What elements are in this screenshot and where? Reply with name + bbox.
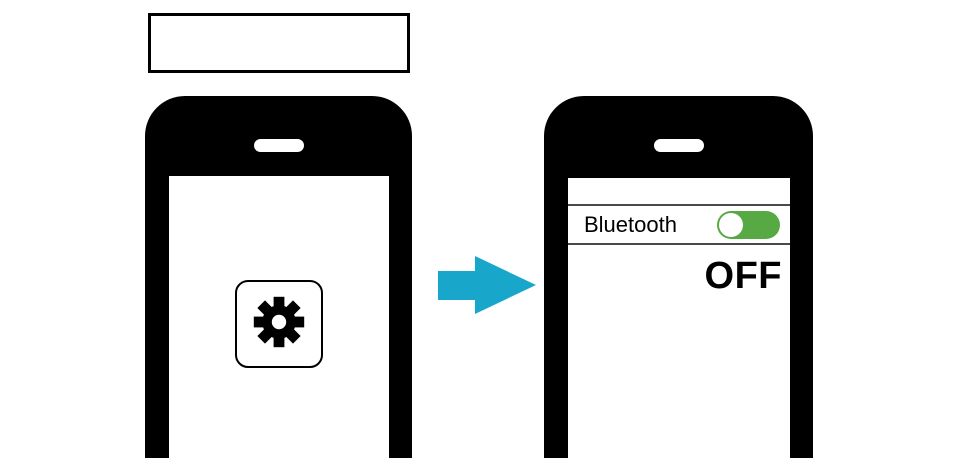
gear-icon — [249, 292, 309, 357]
earpiece-speaker — [653, 139, 704, 152]
bluetooth-label: Bluetooth — [584, 211, 677, 237]
earpiece-speaker — [253, 139, 304, 152]
status-bar-row — [568, 178, 790, 206]
phone-before — [145, 96, 412, 458]
phone-after-screen: Bluetooth OFF — [568, 178, 790, 458]
bluetooth-toggle[interactable] — [717, 210, 780, 239]
phone-before-screen — [169, 176, 389, 458]
off-status-label: OFF — [704, 255, 782, 297]
phone-after: Bluetooth OFF — [544, 96, 813, 458]
settings-app-button[interactable] — [235, 280, 323, 368]
toggle-state-row: OFF — [568, 245, 790, 295]
bluetooth-setting-row: Bluetooth — [568, 206, 790, 245]
right-arrow-icon — [438, 254, 536, 316]
caption-box — [148, 13, 410, 73]
toggle-knob — [719, 212, 743, 237]
